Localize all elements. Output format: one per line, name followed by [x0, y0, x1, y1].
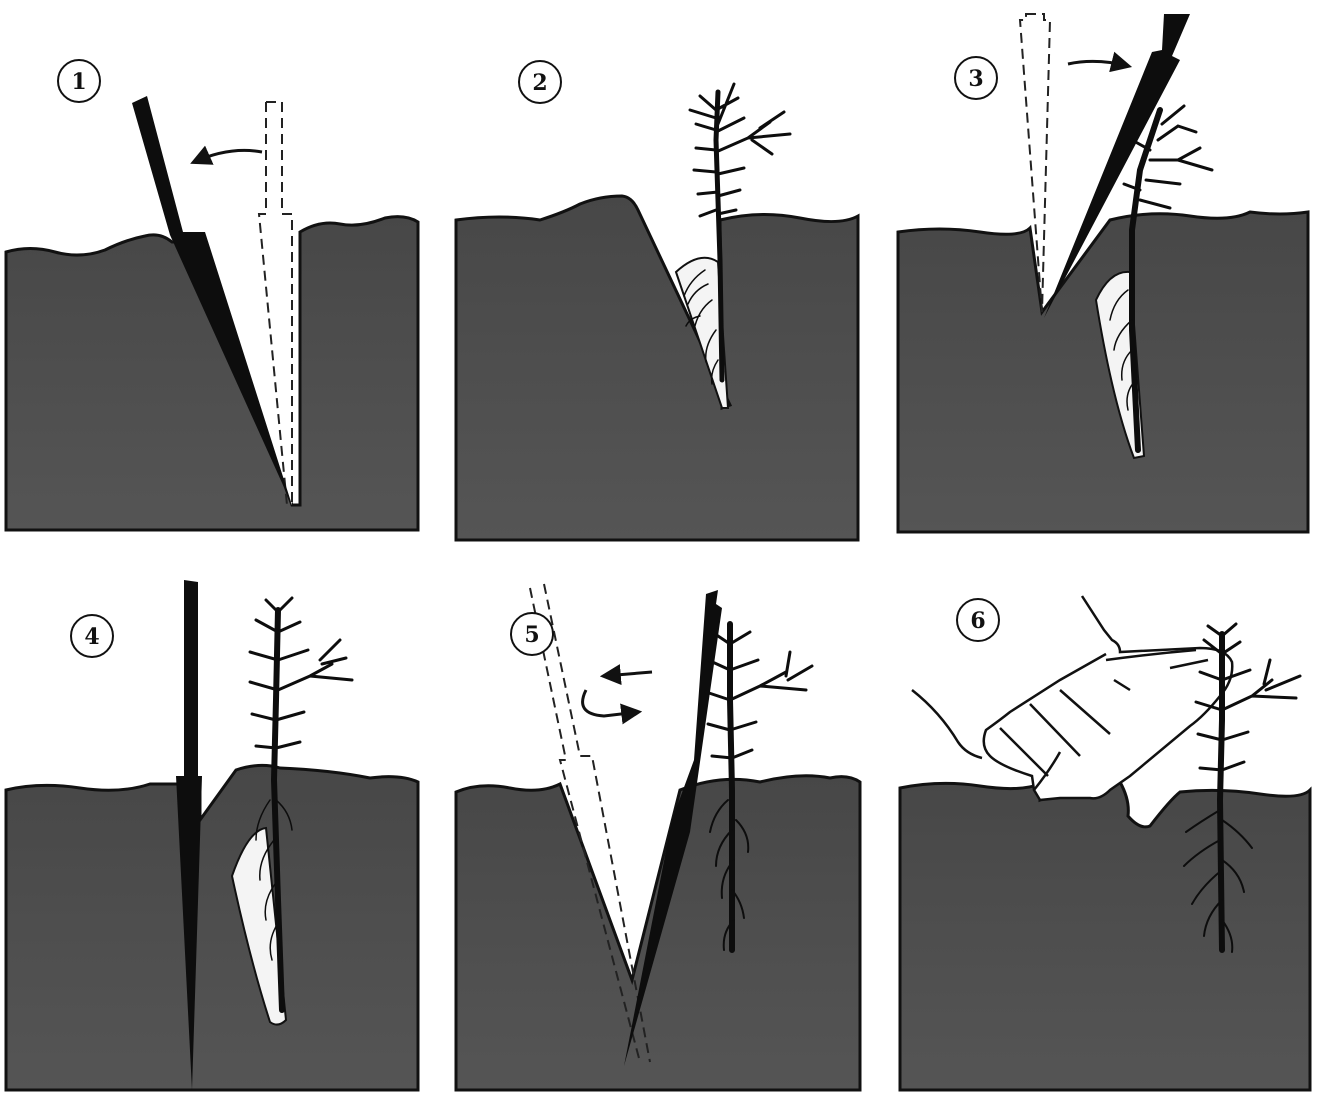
step-number: 3	[968, 66, 983, 92]
step-number: 2	[532, 70, 547, 96]
soil	[900, 782, 1310, 1090]
arrow-icon	[194, 150, 262, 162]
soil	[898, 212, 1308, 532]
panel-1: 1	[6, 60, 418, 530]
step-number: 1	[71, 69, 86, 95]
soil	[456, 196, 858, 540]
panel-6: 6	[900, 596, 1310, 1090]
arrow-icon	[604, 672, 652, 676]
step-number: 6	[970, 608, 985, 634]
panel-4: 4	[6, 580, 418, 1090]
step-number: 5	[524, 622, 539, 648]
panel-3: 3	[898, 14, 1308, 532]
curved-arrow-icon	[583, 690, 638, 716]
soil	[6, 765, 418, 1090]
panel-2: 2	[456, 61, 858, 540]
step-number: 4	[84, 624, 99, 650]
panel-5: 5	[456, 584, 860, 1090]
arrow-icon	[1068, 61, 1128, 66]
